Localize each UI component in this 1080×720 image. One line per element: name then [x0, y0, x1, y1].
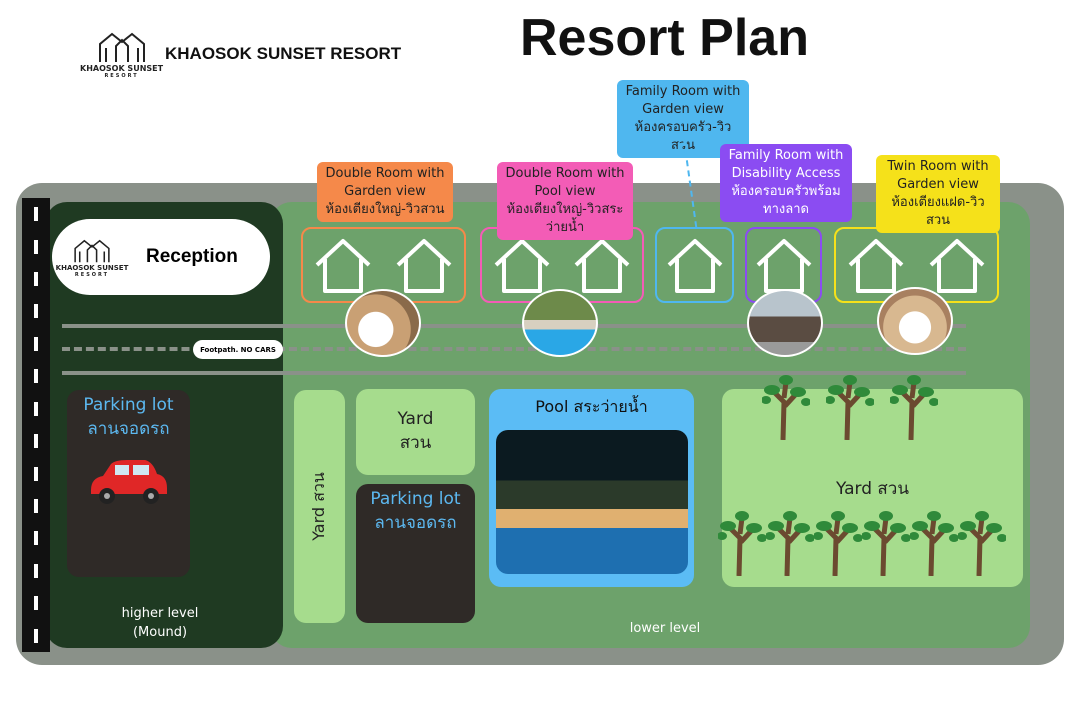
parking-label-th: ลานจอดรถ	[87, 419, 170, 439]
logo-house-icon	[74, 239, 110, 263]
reception[interactable]: KHAOSOK SUNSET RESORT Reception	[52, 219, 270, 295]
parking-lot-2: Parking lot ลานจอดรถ	[356, 484, 475, 623]
house-icon	[756, 239, 811, 293]
tree-icon	[889, 372, 939, 441]
house-icon	[574, 239, 630, 293]
room-name-en: Double Room with Pool view	[505, 166, 625, 199]
room-name-th: ห้องเตียงใหญ่-วิวสระว่ายน้ำ	[506, 202, 624, 235]
room-photo-double-garden[interactable]	[345, 289, 421, 357]
room-name-en: Family Room with Garden view	[625, 84, 741, 117]
pool-label: Pool สระว่ายน้ำ	[535, 397, 648, 416]
tree-icon	[825, 372, 875, 441]
lower-level-label: lower level	[629, 621, 701, 636]
level-sublabel: (Mound)	[132, 625, 188, 640]
path-line	[62, 324, 966, 328]
path-line	[62, 371, 966, 375]
resort-logo: KHAOSOK SUNSET RESORT	[80, 28, 163, 79]
logo-house-icon	[98, 32, 145, 62]
yard-vertical: Yard สวน	[294, 390, 345, 623]
yard-label-th: สวน	[399, 432, 432, 453]
house-icon	[929, 239, 985, 293]
parking-label-en: Parking lot	[83, 395, 174, 415]
footpath-line	[62, 347, 966, 351]
road	[22, 198, 50, 652]
room-name-th: ห้องเตียงแฝด-วิวสวน	[891, 195, 985, 228]
level-label: higher level	[121, 606, 199, 621]
room-name-en: Double Room with Garden view	[325, 166, 445, 199]
yard-label-en: Yard	[397, 408, 434, 429]
higher-level-label: higher level (Mound)	[100, 604, 220, 642]
yard-small: Yard สวน	[356, 389, 475, 475]
room-block[interactable]	[655, 227, 734, 303]
room-photo-family[interactable]	[747, 289, 823, 357]
tree-icon	[761, 372, 811, 441]
tree-icon	[909, 508, 959, 577]
footpath-badge: Footpath. NO CARS	[193, 340, 283, 359]
logo-text: KHAOSOK SUNSET	[55, 264, 129, 272]
yard-label: Yard สวน	[309, 472, 329, 541]
reception-logo: KHAOSOK SUNSET RESORT	[52, 236, 132, 278]
pool-photo[interactable]	[495, 430, 688, 574]
house-icon	[667, 239, 722, 293]
tree-icon	[957, 508, 1007, 577]
parking-label-th: ลานจอดรถ	[374, 513, 457, 533]
house-icon	[848, 239, 904, 293]
reception-label: Reception	[146, 246, 238, 267]
tree-icon	[861, 508, 911, 577]
pool: Pool สระว่ายน้ำ	[489, 389, 694, 587]
room-block[interactable]	[301, 227, 466, 303]
logo-text: KHAOSOK SUNSET	[80, 64, 164, 73]
house-icon	[315, 239, 371, 293]
page-title: Resort Plan	[520, 9, 809, 67]
room-name-en: Twin Room with Garden view	[887, 159, 989, 192]
room-photo-twin[interactable]	[877, 287, 953, 355]
room-name-en: Family Room with Disability Access	[728, 148, 844, 181]
house-icon	[396, 239, 452, 293]
tree-icon	[717, 508, 767, 577]
logo-subtext: RESORT	[104, 73, 139, 79]
yard-trees: Yard สวน	[722, 389, 1023, 587]
car-icon	[90, 460, 167, 504]
parking-label-en: Parking lot	[370, 489, 461, 509]
room-label: Double Room with Garden view ห้องเตียงใหญ…	[317, 162, 453, 222]
house-icon	[494, 239, 550, 293]
brand-name: KHAOSOK SUNSET RESORT	[165, 44, 402, 63]
logo-subtext: RESORT	[74, 272, 110, 278]
tree-icon	[813, 508, 863, 577]
room-name-th: ห้องครอบครัวพร้อมทางลาด	[731, 184, 841, 217]
room-name-th: ห้องเตียงใหญ่-วิวสวน	[325, 202, 445, 217]
yard-label: Yard สวน	[836, 478, 909, 499]
parking-lot-1: Parking lot ลานจอดรถ	[67, 390, 190, 577]
tree-icon	[765, 508, 815, 577]
room-name-th: ห้องครอบครัว-วิวสวน	[634, 120, 732, 153]
room-photo-pool[interactable]	[522, 289, 598, 357]
